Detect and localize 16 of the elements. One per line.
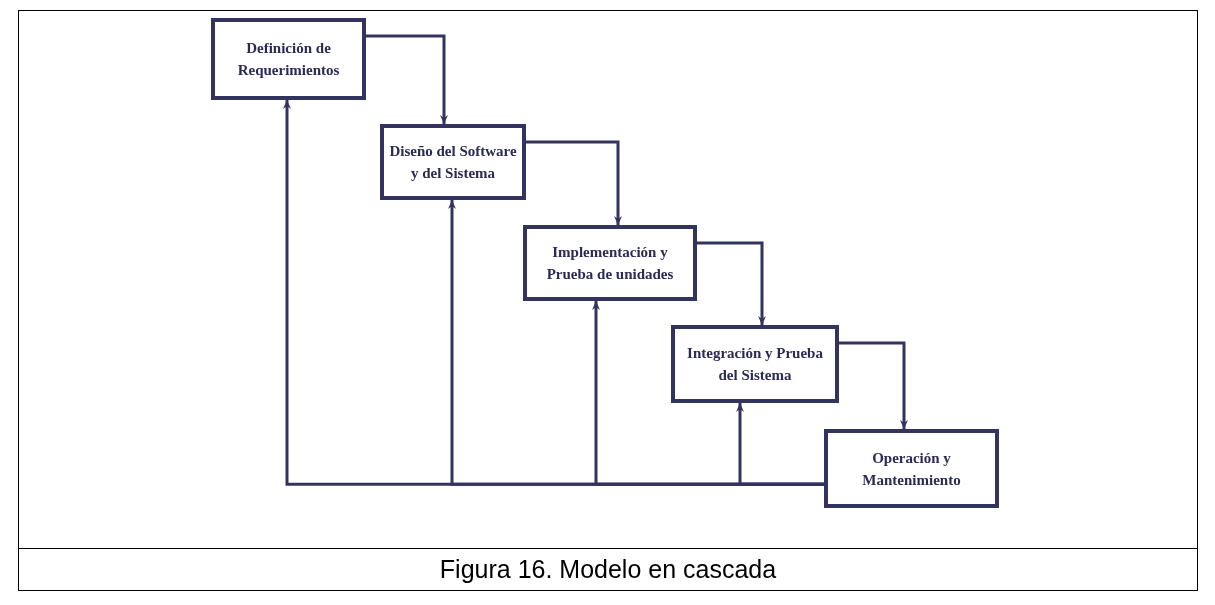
arrow: [697, 241, 766, 325]
box-label: Implementación y Prueba de unidades: [545, 243, 675, 284]
box-label: Operación y Mantenimiento: [861, 448, 962, 490]
arrow: [839, 341, 908, 429]
box-label: Definición de Requerimientos: [236, 39, 341, 80]
process-box: [671, 325, 839, 403]
process-box: [824, 429, 999, 508]
figure-caption: Figura 16. Modelo en cascada: [439, 553, 777, 585]
arrow: [736, 403, 824, 486]
process-box: [211, 18, 366, 100]
box-label: Diseño del Software y del Sistema: [388, 142, 518, 183]
box-label: Integración y Prueba del Sistema: [686, 344, 824, 385]
process-box: [380, 124, 526, 200]
arrow: [366, 34, 448, 124]
process-box: [523, 225, 697, 301]
arrow: [526, 140, 622, 225]
